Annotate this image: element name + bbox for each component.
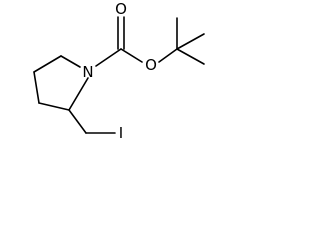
- bond-carbonyl-ester-o: [120, 48, 143, 63]
- carbonyl-oxygen-atom-label: O: [115, 0, 127, 18]
- bond-tbu-methyl-right: [176, 33, 205, 50]
- iodine-atom-label: I: [119, 124, 123, 140]
- nitrogen-atom-label: N: [82, 63, 93, 81]
- boc-group: [95, 16, 205, 67]
- iodomethyl-group: [68, 109, 116, 134]
- bond-tbu-methyl-bottom: [176, 48, 205, 65]
- bond-n-c2: [68, 77, 89, 111]
- bond-c3-c4: [33, 71, 40, 104]
- bond-ester-o-tbu: [158, 48, 178, 63]
- pyrrolidine-ring: [33, 55, 89, 111]
- bond-c5-n: [60, 55, 81, 68]
- bond-c2-ch2: [68, 109, 87, 134]
- chemical-structure-diagram: N O O I: [33, 0, 205, 140]
- bond-c2-c3: [38, 102, 70, 111]
- bond-n-carbonyl: [95, 48, 122, 67]
- bond-c4-c5: [33, 55, 62, 73]
- ester-oxygen-atom-label: O: [145, 56, 157, 74]
